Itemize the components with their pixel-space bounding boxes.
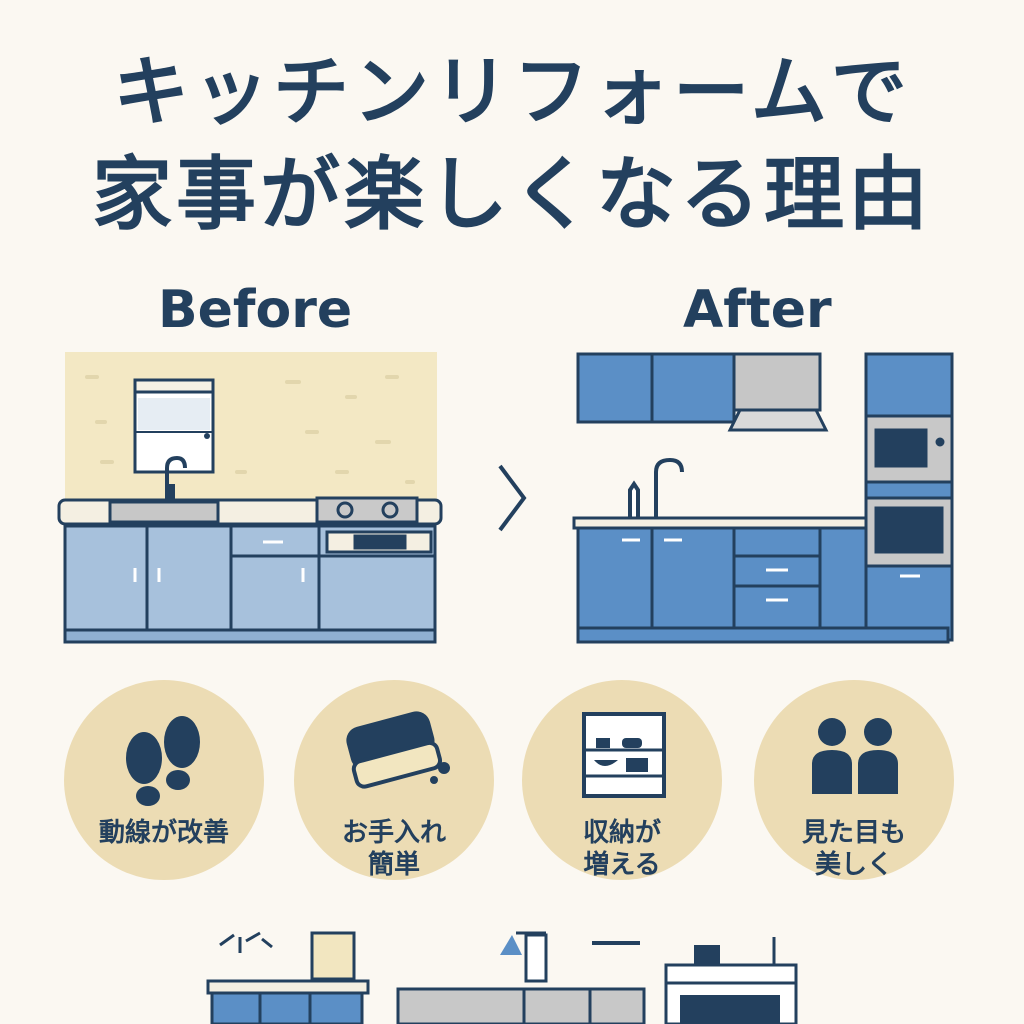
benefit-caption-line2: 美しく — [814, 850, 893, 880]
sponge-icon — [346, 711, 450, 789]
footprints-icon — [126, 716, 200, 806]
wall-tiles-decoration — [85, 375, 415, 484]
benefit-caption-line2: 増える — [583, 850, 661, 880]
page-title-line1: キッチンリフォームで — [113, 47, 911, 136]
shelf-icon — [582, 712, 666, 798]
benefit-caption-line1: 収納が — [582, 818, 661, 848]
benefit-caption-line2: 簡単 — [367, 850, 420, 880]
chevron-right-icon — [498, 464, 527, 532]
plant-icon — [219, 931, 273, 953]
after-kitchen-illustration — [572, 352, 954, 644]
benefit-caption-line1: 見た目も — [801, 818, 906, 848]
tall-cabinet — [864, 352, 954, 642]
before-wall — [65, 352, 437, 502]
before-kitchen-illustration — [57, 352, 443, 644]
upper-cabinets — [576, 352, 829, 432]
range-icon — [664, 937, 798, 1024]
after-label: After — [683, 280, 832, 340]
benefit-caption-line1: 動線が改善 — [98, 818, 229, 848]
after-faucet-icon — [628, 457, 684, 520]
benefit-caption-line1: お手入れ — [341, 818, 446, 848]
sink — [108, 500, 220, 524]
benefit-cleaning: お手入れ 簡単 — [294, 680, 494, 880]
stove-icon — [315, 496, 419, 524]
before-label: Before — [158, 280, 353, 340]
benefit-storage: 収納が 増える — [522, 680, 722, 880]
page-title-line2: 家事が楽しくなる理由 — [92, 148, 932, 241]
after-cabinets — [576, 526, 950, 644]
benefit-appearance: 見た目も 美しく — [754, 680, 954, 880]
benefit-walkflow: 動線が改善 — [64, 680, 264, 880]
lamp-icon — [500, 931, 548, 983]
people-icon — [812, 718, 898, 794]
before-cabinets — [63, 524, 437, 644]
bottom-kitchen-illustrations — [206, 931, 798, 1024]
